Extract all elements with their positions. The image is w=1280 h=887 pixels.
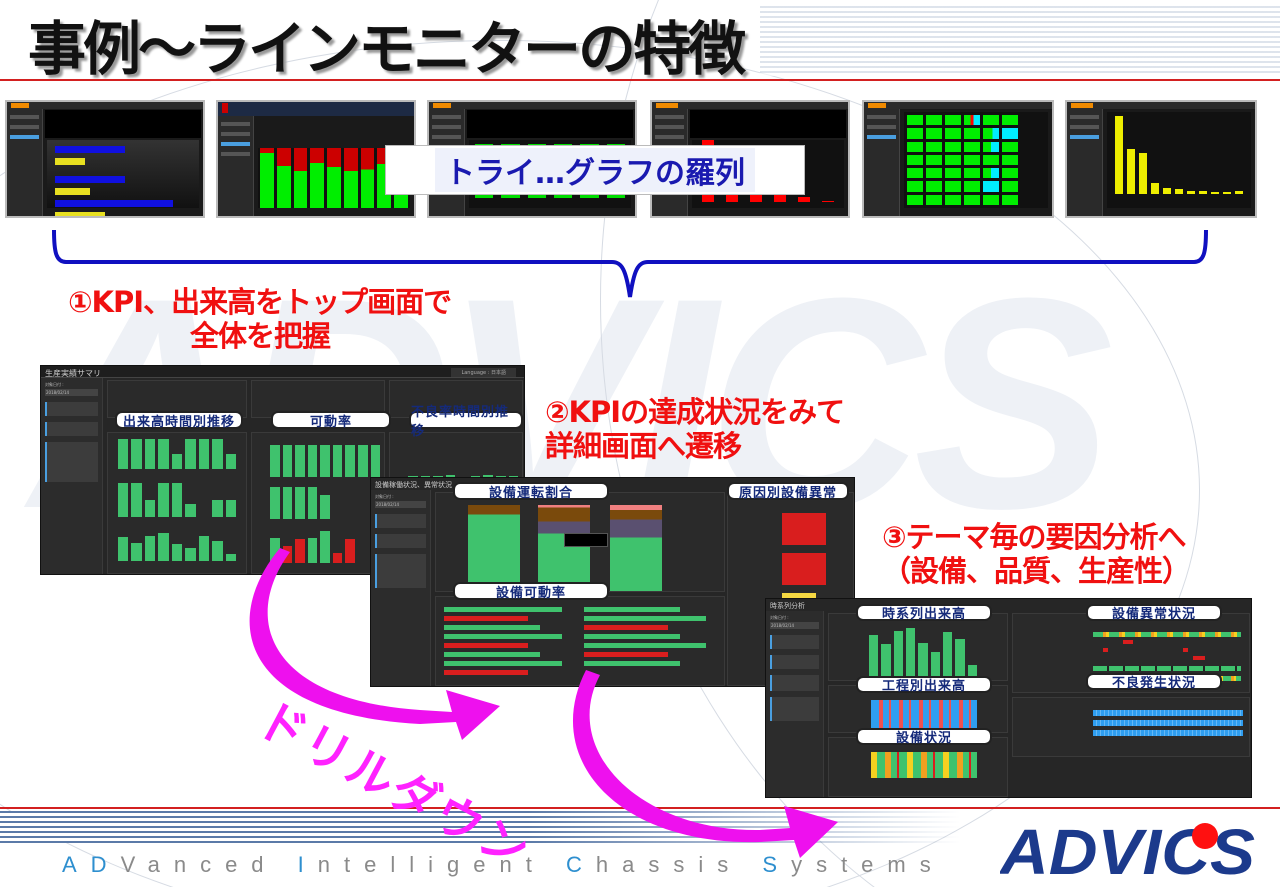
screen-production-summary: 生産実績サマリ Language : 日本語 対象日付 : 2018/02/14… bbox=[40, 365, 525, 575]
label-hourly-output: 時系列出来高 bbox=[856, 604, 992, 622]
equipment-availability-panel bbox=[435, 596, 725, 686]
callout-3-line2: （設備、品質、生産性） bbox=[882, 554, 1191, 588]
screen1-title: 生産実績サマリ bbox=[45, 369, 101, 378]
equipment-state-panel bbox=[828, 737, 1008, 797]
banner-text: トライ…グラフの羅列 bbox=[435, 148, 755, 192]
availability-chart-panel bbox=[251, 432, 385, 574]
screen-time-series-analysis: 時系列分析 対象日付 : 2018/02/14 時系列出来高 工程別出来高 設備… bbox=[765, 598, 1252, 798]
callout-theme-analysis: ③テーマ毎の要因分析へ （設備、品質、生産性） bbox=[882, 520, 1191, 588]
label-equipment-anomaly: 設備異常状況 bbox=[1086, 604, 1222, 622]
curly-brace-icon bbox=[52, 229, 1208, 298]
defect-occurrence-panel bbox=[1012, 697, 1250, 757]
callout-3-line1: ③テーマ毎の要因分析へ bbox=[882, 520, 1187, 554]
screen1-sidebar: 対象日付 : 2018/02/14 bbox=[41, 378, 103, 574]
screen2-title: 設備稼働状況、異常状況 bbox=[375, 481, 452, 489]
label-cause-anomaly: 原因別設備異常 bbox=[727, 482, 849, 501]
callout-2-line2: 詳細画面へ遷移 bbox=[545, 429, 742, 463]
title-stripes bbox=[760, 6, 1280, 76]
callout-kpi-drill: ②KPIの達成状況をみて 詳細画面へ遷移 bbox=[545, 395, 845, 463]
thumbnail-heatmap-grid bbox=[862, 100, 1054, 218]
title-divider bbox=[0, 79, 1280, 81]
slide-title: 事例～ラインモニターの特徴 bbox=[28, 15, 746, 83]
callout-1-line1: ①KPI、出来高をトップ画面で bbox=[68, 285, 452, 319]
graph-list-banner: トライ…グラフの羅列 bbox=[385, 145, 805, 195]
callout-2-line1: ②KPIの達成状況をみて bbox=[545, 395, 845, 429]
label-hourly-output: 出来高時間別推移 bbox=[115, 411, 243, 430]
label-process-output: 工程別出来高 bbox=[856, 676, 992, 694]
company-tagline: ADVanced Intelligent Chassis Systems bbox=[62, 852, 945, 877]
thumbnail-stacked-columns bbox=[216, 100, 416, 218]
date-field[interactable]: 2018/02/14 bbox=[375, 501, 426, 508]
drilldown-arrow-1-icon bbox=[249, 548, 500, 740]
thumbnail-horizontal-bars bbox=[5, 100, 205, 218]
callout-1-line2: 全体を把握 bbox=[190, 319, 331, 353]
advics-logo: ADVICS bbox=[1000, 818, 1255, 880]
callout-kpi-overview: ①KPI、出来高をトップ画面で 全体を把握 bbox=[68, 285, 452, 353]
label-operation-ratio: 設備運転割合 bbox=[453, 482, 609, 501]
screen2-sidebar: 対象日付 : 2018/02/14 bbox=[371, 490, 431, 686]
logo-dot-icon bbox=[1192, 823, 1218, 849]
date-field[interactable]: 2018/02/14 bbox=[45, 389, 98, 396]
drilldown-arrow-2-icon bbox=[572, 670, 838, 858]
label-equipment-availability: 設備可動率 bbox=[453, 582, 609, 601]
date-field[interactable]: 2018/02/14 bbox=[770, 622, 819, 629]
screen3-sidebar: 対象日付 : 2018/02/14 bbox=[766, 611, 824, 797]
screen-equipment-status: 設備稼働状況、異常状況 対象日付 : 2018/02/14 設備運転割合 原因別… bbox=[370, 477, 855, 687]
label-availability: 可動率 bbox=[271, 411, 391, 430]
screen3-title: 時系列分析 bbox=[770, 602, 805, 610]
output-chart-panel bbox=[107, 432, 247, 574]
label-equipment-state: 設備状況 bbox=[856, 728, 992, 746]
language-select[interactable]: Language : 日本語 bbox=[451, 368, 516, 377]
label-defect-occurrence: 不良発生状況 bbox=[1086, 673, 1222, 691]
thumbnail-pareto-chart bbox=[1065, 100, 1257, 218]
